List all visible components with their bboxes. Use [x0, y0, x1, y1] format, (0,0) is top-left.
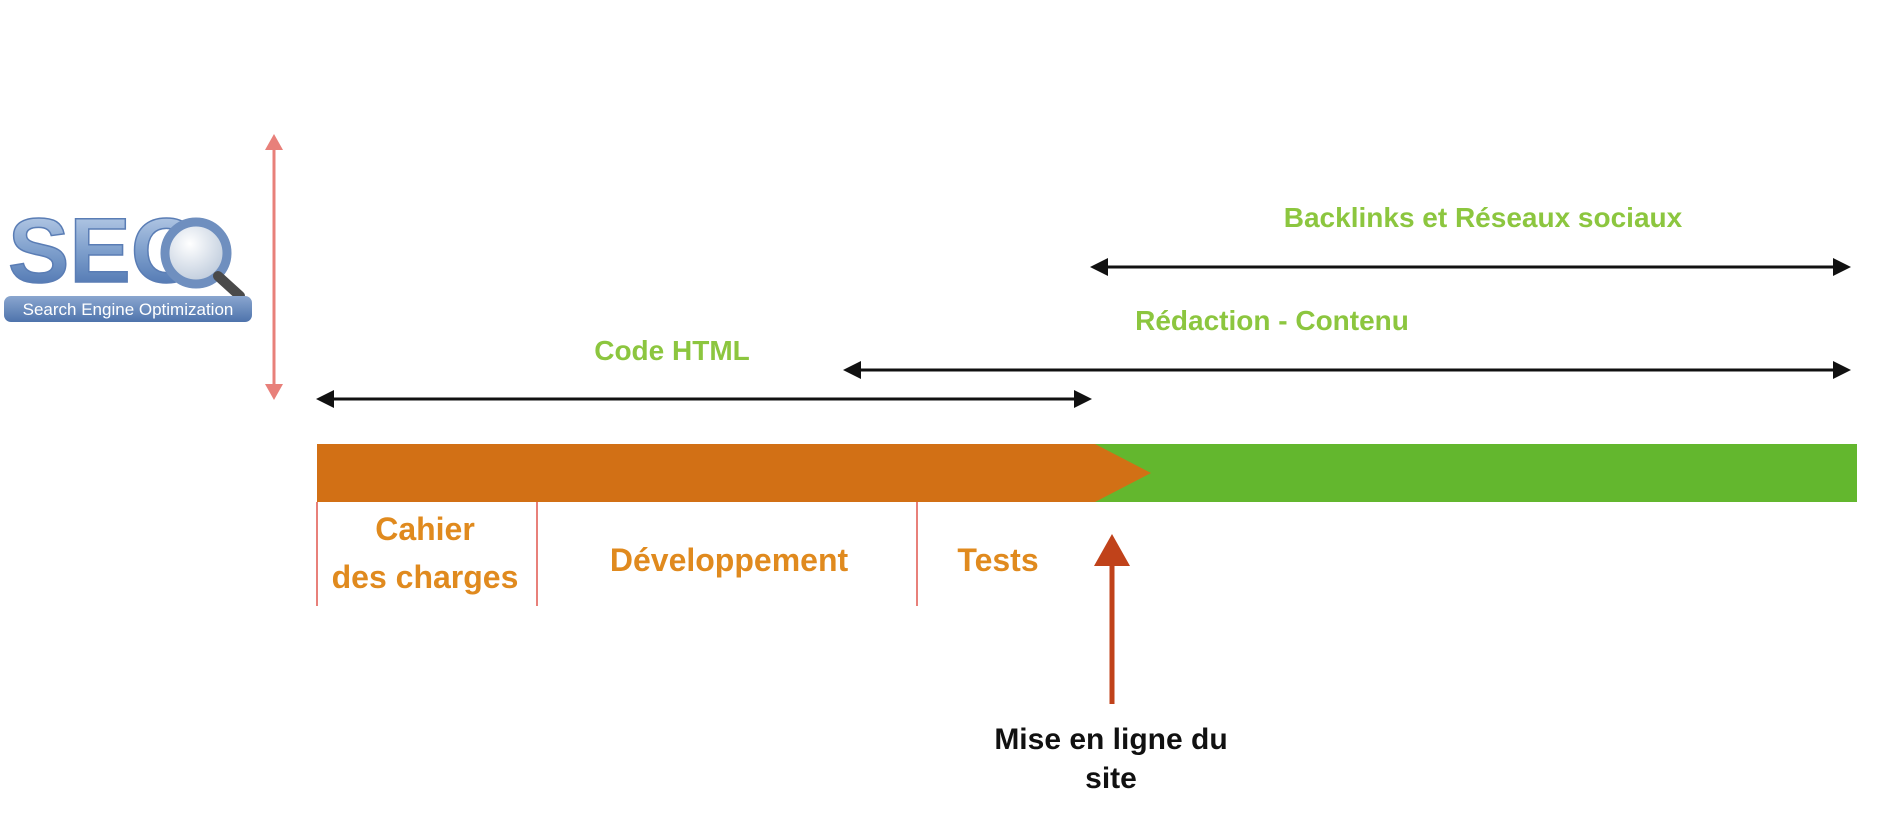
- launch-arrow-icon: [1094, 534, 1130, 704]
- redaction-label: Rédaction - Contenu: [1135, 305, 1409, 336]
- timeline-bar: [317, 444, 1857, 502]
- phase-cahier-line2: des charges: [332, 559, 519, 595]
- launch-label-line1: Mise en ligne du: [994, 723, 1227, 756]
- phase-tests: Tests: [957, 542, 1038, 578]
- vertical-double-arrow: [265, 134, 283, 400]
- code-html-label: Code HTML: [594, 335, 750, 366]
- seo-logo: SEO Search Engine Optimization: [4, 199, 252, 322]
- backlinks-label: Backlinks et Réseaux sociaux: [1284, 202, 1683, 233]
- launch-label-line2: site: [1085, 762, 1137, 795]
- phase-developpement: Développement: [610, 542, 849, 578]
- logo-banner: [4, 296, 252, 322]
- redaction-double-arrow: [843, 361, 1851, 379]
- backlinks-double-arrow: [1090, 258, 1851, 276]
- magnifier-icon: [160, 217, 245, 301]
- code-html-double-arrow: [316, 390, 1092, 408]
- phase-dividers: [316, 502, 918, 606]
- timeline-orange-segment: [317, 444, 1151, 502]
- phase-cahier-line1: Cahier: [375, 511, 475, 547]
- logo-subtitle: Search Engine Optimization: [23, 300, 234, 319]
